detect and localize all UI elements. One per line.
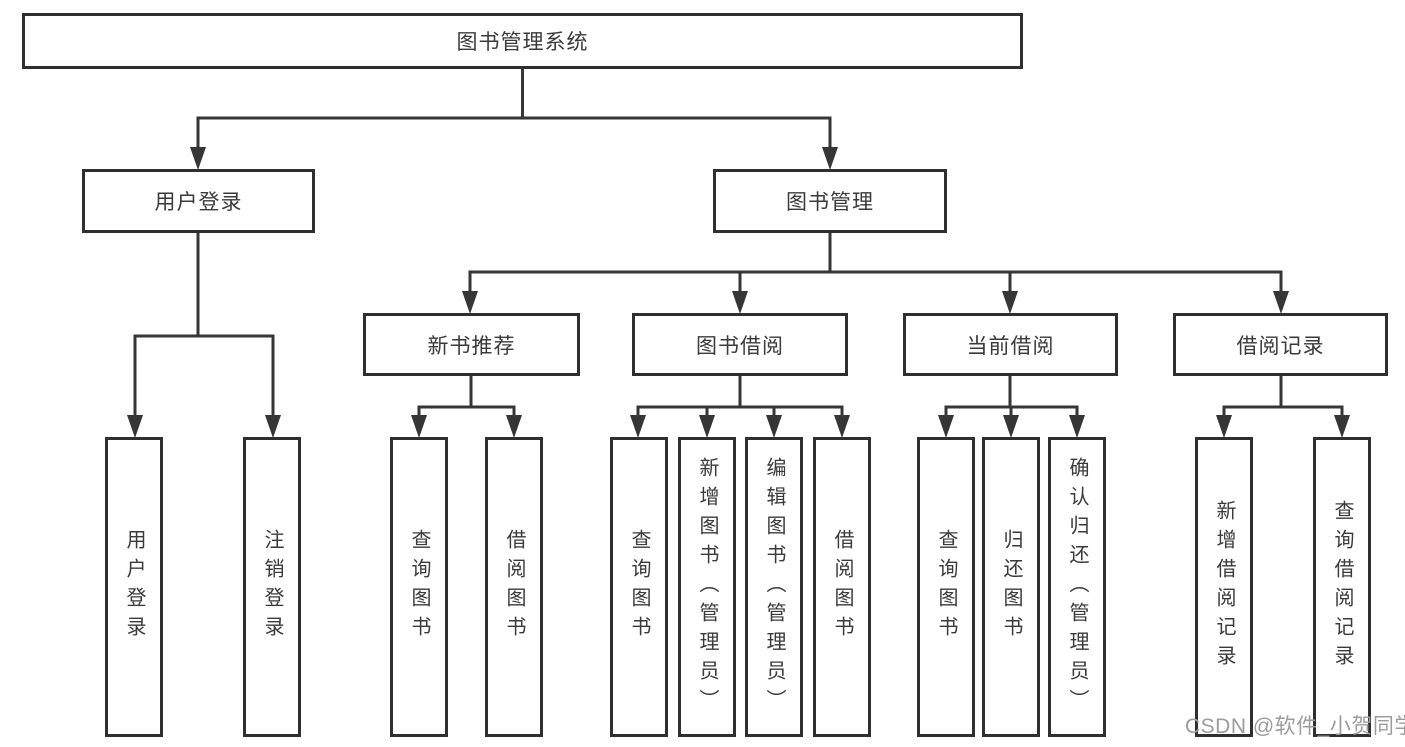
- leaf-query-borrow-record: 查询借阅记录: [1313, 437, 1371, 737]
- node-label: 当前借阅: [966, 334, 1055, 358]
- node-label: 图书管理系统: [456, 31, 589, 54]
- leaf-logout: 注销登录: [243, 437, 301, 737]
- leaf-return-books: 归还图书: [982, 437, 1040, 737]
- leaf-add-books-admin: 新增图书（管理员）: [678, 437, 736, 737]
- leaf-query-books-borrowing: 查询图书: [610, 437, 668, 737]
- node-label: 图书借阅: [696, 334, 784, 358]
- node-label: 编辑图书（管理员）: [763, 456, 785, 718]
- leaf-query-books-current: 查询图书: [917, 437, 975, 737]
- leaf-borrow-books-recommend: 借阅图书: [485, 437, 543, 737]
- node-label: 查询图书: [935, 529, 957, 645]
- node-label: 借阅记录: [1236, 334, 1325, 358]
- node-label: 查询借阅记录: [1331, 500, 1353, 674]
- node-label: 图书管理: [786, 191, 874, 214]
- node-label: 查询图书: [628, 529, 650, 645]
- node-label: 归还图书: [1000, 529, 1022, 645]
- node-label: 借阅图书: [831, 529, 853, 645]
- leaf-user-login: 用户登录: [105, 437, 163, 737]
- leaf-borrow-books: 借阅图书: [813, 437, 871, 737]
- node-book-borrowing: 图书借阅: [632, 313, 848, 376]
- node-label: 用户登录: [123, 529, 145, 645]
- node-new-book-recommend: 新书推荐: [363, 313, 580, 376]
- node-label: 新书推荐: [427, 334, 516, 358]
- leaf-confirm-return-admin: 确认归还（管理员）: [1048, 437, 1106, 737]
- arrowheads: [127, 147, 1350, 438]
- node-user-login: 用户登录: [82, 169, 315, 233]
- node-label: 用户登录: [154, 191, 243, 214]
- node-label: 查询图书: [408, 529, 430, 645]
- node-label: 新增图书（管理员）: [696, 456, 718, 718]
- node-label: 确认归还（管理员）: [1066, 456, 1088, 718]
- csdn-watermark: CSDN @软件_小贺同学: [1185, 715, 1405, 738]
- node-root-library-system: 图书管理系统: [22, 13, 1023, 69]
- node-label: 注销登录: [261, 529, 283, 645]
- node-book-management: 图书管理: [713, 169, 947, 233]
- node-label: 新增借阅记录: [1213, 500, 1235, 674]
- leaf-edit-books-admin: 编辑图书（管理员）: [745, 437, 803, 737]
- node-borrowing-records: 借阅记录: [1173, 313, 1388, 376]
- node-current-borrowing: 当前借阅: [903, 313, 1118, 376]
- node-label: 借阅图书: [503, 529, 525, 645]
- leaf-add-borrow-record: 新增借阅记录: [1195, 437, 1253, 737]
- leaf-query-books-recommend: 查询图书: [390, 437, 448, 737]
